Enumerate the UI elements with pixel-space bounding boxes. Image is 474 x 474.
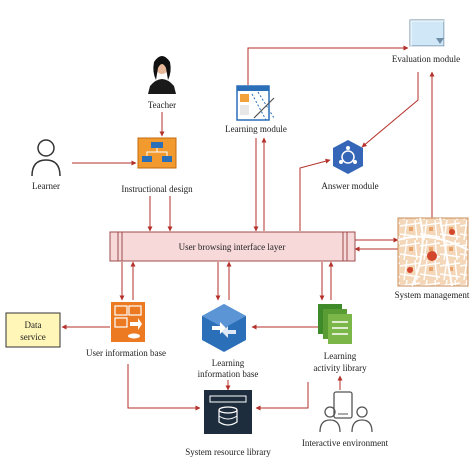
learning-information-base-label-line1: Learning — [212, 358, 245, 368]
interactive-environment-icon — [319, 391, 373, 433]
learning-module-icon — [236, 85, 275, 121]
system-management-label: System management — [395, 290, 470, 300]
arrow-user-info-to-resource — [127, 364, 201, 411]
teacher-label: Teacher — [148, 100, 176, 110]
data-service-label-line1: Data — [25, 320, 42, 330]
answer-module-icon — [333, 140, 363, 174]
ui-layer-label: User browsing interface layer — [179, 242, 286, 252]
arrow-evaluation-to-answer — [361, 72, 419, 148]
learner-label: Learner — [32, 181, 60, 191]
answer-module-label: Answer module — [321, 181, 378, 191]
data-service-label-line2: service — [20, 332, 45, 342]
interactive-environment-label: Interactive environment — [302, 438, 389, 448]
arrow-layer-to-answer — [299, 158, 331, 231]
learning-activity-library-label-line1: Learning — [324, 351, 357, 361]
evaluation-module-icon — [409, 19, 446, 48]
data-service-box — [5, 312, 61, 348]
learning-information-base-icon — [202, 304, 246, 352]
learning-information-base-label-line2: information base — [198, 369, 259, 379]
learning-activity-library-label-line2: activity library — [313, 363, 367, 373]
connection-arrows — [61, 45, 435, 411]
instructional-design-icon — [137, 137, 177, 169]
user-information-base-label: User information base — [86, 348, 166, 358]
user-information-base-icon — [111, 302, 145, 342]
teacher-icon — [148, 56, 176, 94]
evaluation-module-label: Evaluation module — [392, 54, 460, 64]
learning-activity-library-icon — [318, 304, 352, 344]
learner-icon — [31, 139, 61, 177]
arrow-learning-module-to-evaluation — [247, 45, 409, 85]
ui-layer-bar — [109, 231, 356, 262]
system-resource-library-label: System resource library — [185, 447, 271, 457]
learning-module-label: Learning module — [225, 124, 287, 134]
instructional-design-label: Instructional design — [121, 184, 193, 194]
system-resource-library-icon — [204, 390, 252, 434]
system-management-map-icon — [397, 217, 469, 287]
arrow-activity-to-resource — [255, 382, 309, 411]
